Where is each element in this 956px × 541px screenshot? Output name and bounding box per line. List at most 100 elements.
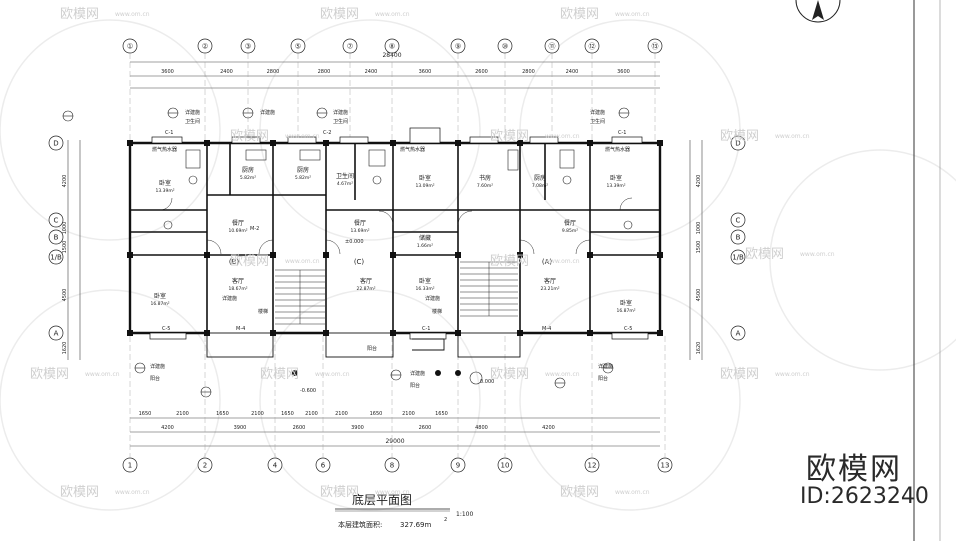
bottom-dimension: 1650 [216, 411, 229, 417]
entrance-markers [292, 370, 461, 376]
watermark-brand: 欧模网 [745, 247, 784, 262]
room-label: 厨房5.82m² [295, 166, 311, 181]
right-axis-bubble: 1/B [730, 249, 746, 265]
room-name: 客厅 [232, 277, 244, 285]
interior-walls [130, 143, 660, 333]
bathroom-label-3: 卫生间 [590, 118, 605, 125]
left-axis-bubble: B [48, 229, 64, 245]
right-dimension: 1000 [696, 222, 702, 235]
svg-text:⑤: ⑤ [295, 43, 301, 51]
bottom-dimension: 2600 [419, 425, 432, 431]
svg-text:10: 10 [501, 462, 510, 470]
room-name: 餐厅 [354, 219, 366, 227]
watermark-site: www.om.cn [615, 489, 650, 496]
unit-label-a: (A) [542, 258, 553, 266]
room-name: 卫生间 [336, 172, 354, 180]
room-name: 厨房 [242, 166, 254, 174]
room-area: 4.67m² [337, 181, 353, 187]
room-label: 储藏1.66m² [417, 234, 433, 249]
svg-text:⑪: ⑪ [549, 43, 556, 51]
svg-text:⑬: ⑬ [652, 43, 659, 51]
sanitary-fixtures [163, 149, 633, 230]
bottom-dimension-lines [130, 417, 660, 447]
room-area: 22.87m² [356, 286, 375, 292]
bottom-dimension: 3900 [351, 425, 364, 431]
room-name: 卧室 [419, 174, 431, 182]
bottom-dimension: 4200 [161, 425, 174, 431]
bottom-axis-bubble: 1 [122, 457, 138, 473]
room-label: 餐厅9.85m² [562, 219, 578, 234]
brand-watermark: 欧模网 [806, 452, 902, 487]
bottom-axis-bubble: 8 [384, 457, 400, 473]
balcony-label: 阳台 [150, 375, 160, 382]
bottom-axis-bubble: 9 [450, 457, 466, 473]
right-dimension: 4200 [696, 175, 702, 188]
room-name: 卧室 [620, 299, 632, 307]
id-watermark: ID:2623240 [800, 484, 929, 509]
left-axis-bubble: 1/B [48, 249, 64, 265]
watermark-brand: 欧模网 [490, 254, 529, 269]
right-dimension: 1500 [696, 241, 702, 254]
top-dimension-lines [130, 61, 660, 89]
annotation-labels: 楼梯 楼梯 阳台 阳台 阳台 阳台 ±0.000 详建施 详建施 详建施 详建施… [150, 109, 632, 394]
svg-text:A: A [54, 330, 59, 338]
column [204, 140, 210, 146]
room-area: 13.69m² [350, 228, 369, 234]
bottom-axis-bubble: 12 [584, 457, 600, 473]
watermark-site: www.om.cn [115, 11, 150, 18]
watermark-brand: 欧模网 [260, 367, 299, 382]
svg-text:⑨: ⑨ [455, 43, 461, 51]
room-name: 客厅 [360, 277, 372, 285]
watermark-site: www.om.cn [615, 11, 650, 18]
bottom-dimension: 2100 [305, 411, 318, 417]
top-axis-bubble: ⑨ [450, 38, 466, 54]
svg-text:C: C [736, 217, 741, 225]
left-dimension: 1000 [62, 222, 68, 235]
right-dimension: 4500 [696, 289, 702, 302]
column [455, 140, 461, 146]
room-area: 7.60m² [477, 183, 493, 189]
area-unit: 2 [444, 517, 447, 523]
detail-label-2: 详建施 [260, 109, 275, 116]
right-axis-bubble: B [730, 229, 746, 245]
room-name: 客厅 [544, 277, 556, 285]
grid-lines [129, 53, 666, 458]
column [270, 252, 276, 258]
room-area: 10.69m² [228, 228, 247, 234]
door-m2: M-2 [250, 226, 259, 232]
svg-text:D: D [735, 140, 740, 148]
watermark-brand: 欧模网 [230, 254, 269, 269]
bottom-dimension: 4200 [542, 425, 555, 431]
door-swings [159, 197, 633, 255]
svg-text:1/B: 1/B [732, 254, 744, 262]
watermark-brand: 欧模网 [490, 129, 529, 144]
watermark-brand: 欧模网 [30, 367, 69, 382]
top-dimension: 3600 [161, 69, 174, 75]
room-name: 厨房 [297, 166, 309, 174]
column [455, 252, 461, 258]
room-area: 16.87m² [616, 308, 635, 314]
watermark-site: www.om.cn [375, 11, 410, 18]
column [390, 252, 396, 258]
stair-label-2: 楼梯 [432, 308, 442, 315]
level-zero-label: 0.000 [480, 379, 494, 385]
column [657, 140, 663, 146]
column [517, 140, 523, 146]
room-label: 厨房5.82m² [240, 166, 256, 181]
elevation-label: ±0.000 [345, 239, 364, 245]
bottom-dimension: 2100 [335, 411, 348, 417]
room-area: 18.67m² [228, 286, 247, 292]
svg-text:1/B: 1/B [50, 254, 62, 262]
top-axis-bubble: ⑪ [544, 38, 560, 54]
